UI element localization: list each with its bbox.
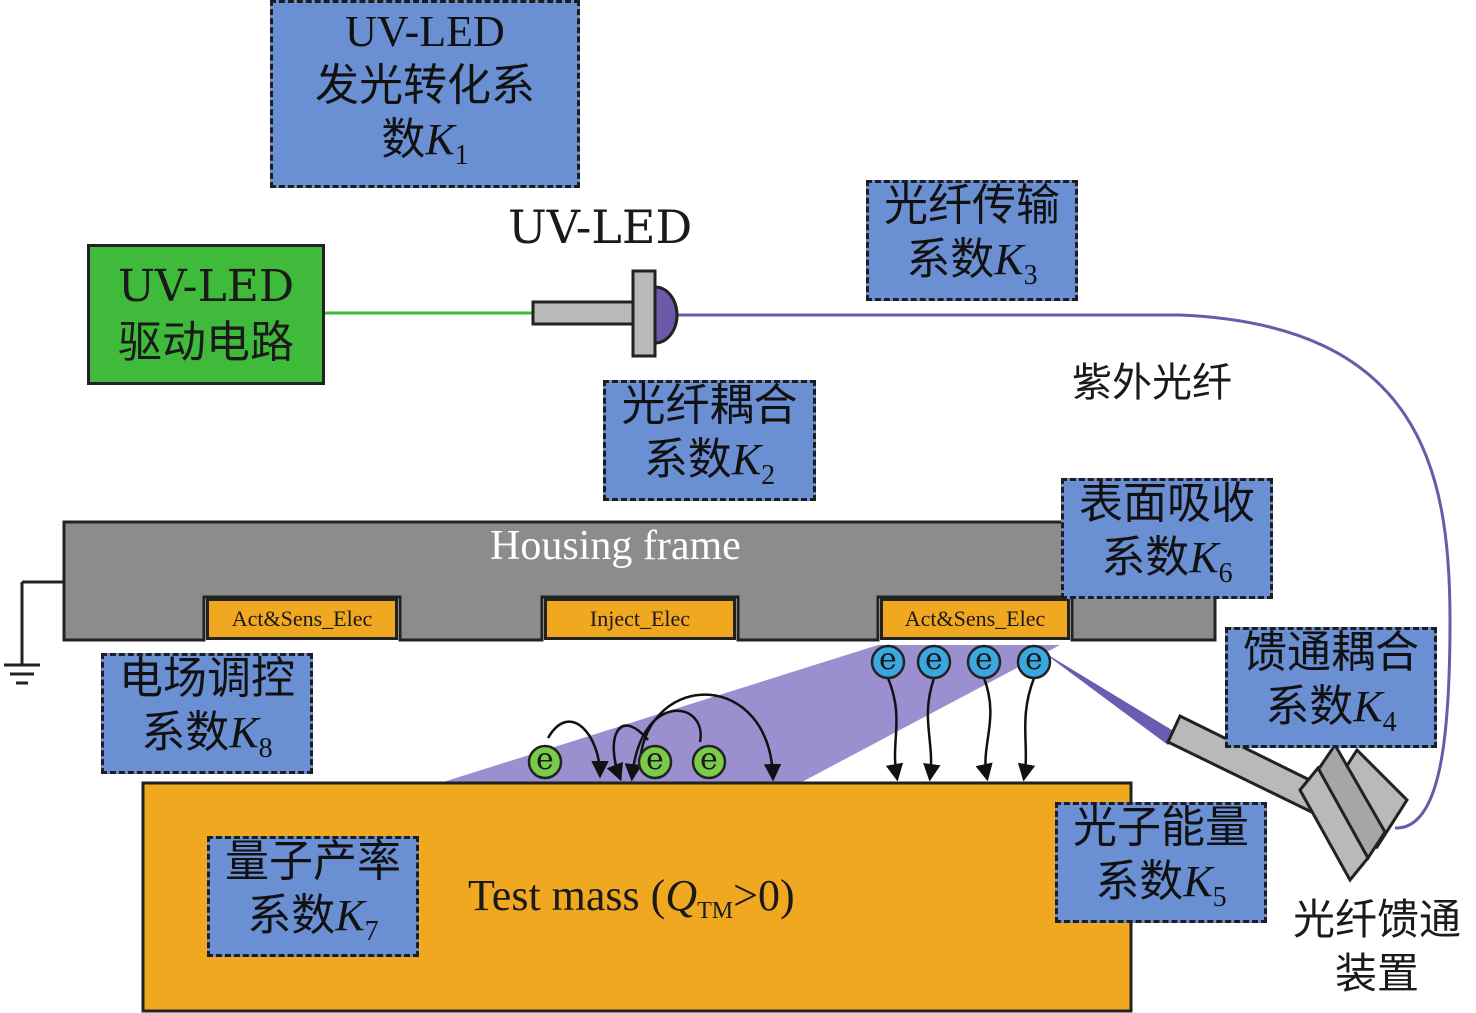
electron-green [691,744,727,780]
driver-line2: 驱动电路 [118,316,294,368]
electron-symbol: e [646,742,664,777]
feedthrough-line2: 装置 [1334,949,1419,998]
electrode-act-sens-left: Act&Sens_Elec [206,598,398,640]
coef-k2-box: 光纤耦合 系数K2 [603,380,816,501]
electron-symbol: e [975,642,993,677]
coef-k3-line1: 光纤传输 [884,179,1060,231]
electron-trajectory [923,677,941,782]
uv-fiber-label: 紫外光纤 [1072,360,1232,406]
electron-symbol: e [925,642,943,677]
uv-fiber-line [676,313,1452,830]
coef-k3-line2: 系数K3 [906,233,1038,291]
electron-trajectory [1017,677,1036,782]
coef-k8-line2: 系数K8 [141,706,273,764]
test-mass-label: Test mass (QTM>0) [468,870,795,925]
coef-k2-line1: 光纤耦合 [621,379,798,431]
coef-k1-line2: 发光转化系 [315,60,535,111]
test-mass-prefix: Test mass ( [468,871,666,920]
electron-arc [546,720,609,779]
electron-arc [624,709,702,782]
feedthrough-line1: 光纤馈通 [1292,895,1461,944]
coef-k6-box: 表面吸收 系数K6 [1061,478,1273,599]
electron-blue [916,644,952,680]
test-mass-suffix: >0) [733,871,795,920]
electron-trajectory [975,677,993,782]
coef-k3-box: 光纤传输 系数K3 [866,180,1078,301]
coef-k2-line2: 系数K2 [643,433,776,491]
feedthrough-icon [1166,713,1409,883]
coef-k8-line1: 电场调控 [119,652,295,704]
electron-symbol: e [536,742,554,777]
coef-k4-line2: 系数K4 [1265,680,1397,738]
coef-k7-line1: 量子产率 [225,835,401,887]
housing-frame [62,520,1217,642]
test-mass-sub: TM [697,898,734,924]
coef-k1-line3: 数K1 [381,114,469,171]
electrode-act-sens-right: Act&Sens_Elec [880,598,1070,640]
driver-line1: UV-LED [117,260,295,312]
electron-trajectory [885,677,904,782]
electron-green [637,744,673,780]
coef-k8-box: 电场调控 系数K8 [101,653,313,774]
electron-blue [966,644,1002,680]
ground-icon [4,580,64,685]
uv-led-label: UV-LED [508,200,693,254]
coef-k7-line2: 系数K7 [247,889,379,947]
uv-led-icon [531,269,679,358]
coef-k6-line1: 表面吸收 [1079,477,1255,529]
coef-k5-line1: 光子能量 [1073,801,1249,853]
coef-k4-box: 馈通耦合 系数K4 [1225,627,1437,748]
uv-led-driver-box: UV-LED 驱动电路 [87,244,325,385]
feedthrough-label: 光纤馈通 装置 [1280,893,1474,1001]
uv-beam-narrow [1040,650,1180,745]
electron-blue [870,644,906,680]
electron-blue [1016,644,1052,680]
coef-k5-box: 光子能量 系数K5 [1055,802,1267,923]
coef-k5-line2: 系数K5 [1095,855,1227,913]
electron-arc [638,693,782,782]
blue-electrons [870,644,1052,680]
coef-k1-line1: UV-LED [345,7,505,56]
coef-k1-box: UV-LED 发光转化系 数K1 [270,0,580,188]
coef-k7-box: 量子产率 系数K7 [207,836,419,957]
housing-frame-label: Housing frame [490,523,741,569]
coef-k4-line1: 馈通耦合 [1243,626,1419,678]
electron-green [527,744,563,780]
electron-arc [606,724,649,782]
coef-k6-line2: 系数K6 [1101,531,1233,589]
electrode-inject: Inject_Elec [544,598,736,640]
electron-symbol: e [879,642,897,677]
electron-symbol: e [700,742,718,777]
green-electrons [527,744,727,780]
electron-symbol: e [1025,642,1043,677]
test-mass-q: Q [665,871,698,920]
